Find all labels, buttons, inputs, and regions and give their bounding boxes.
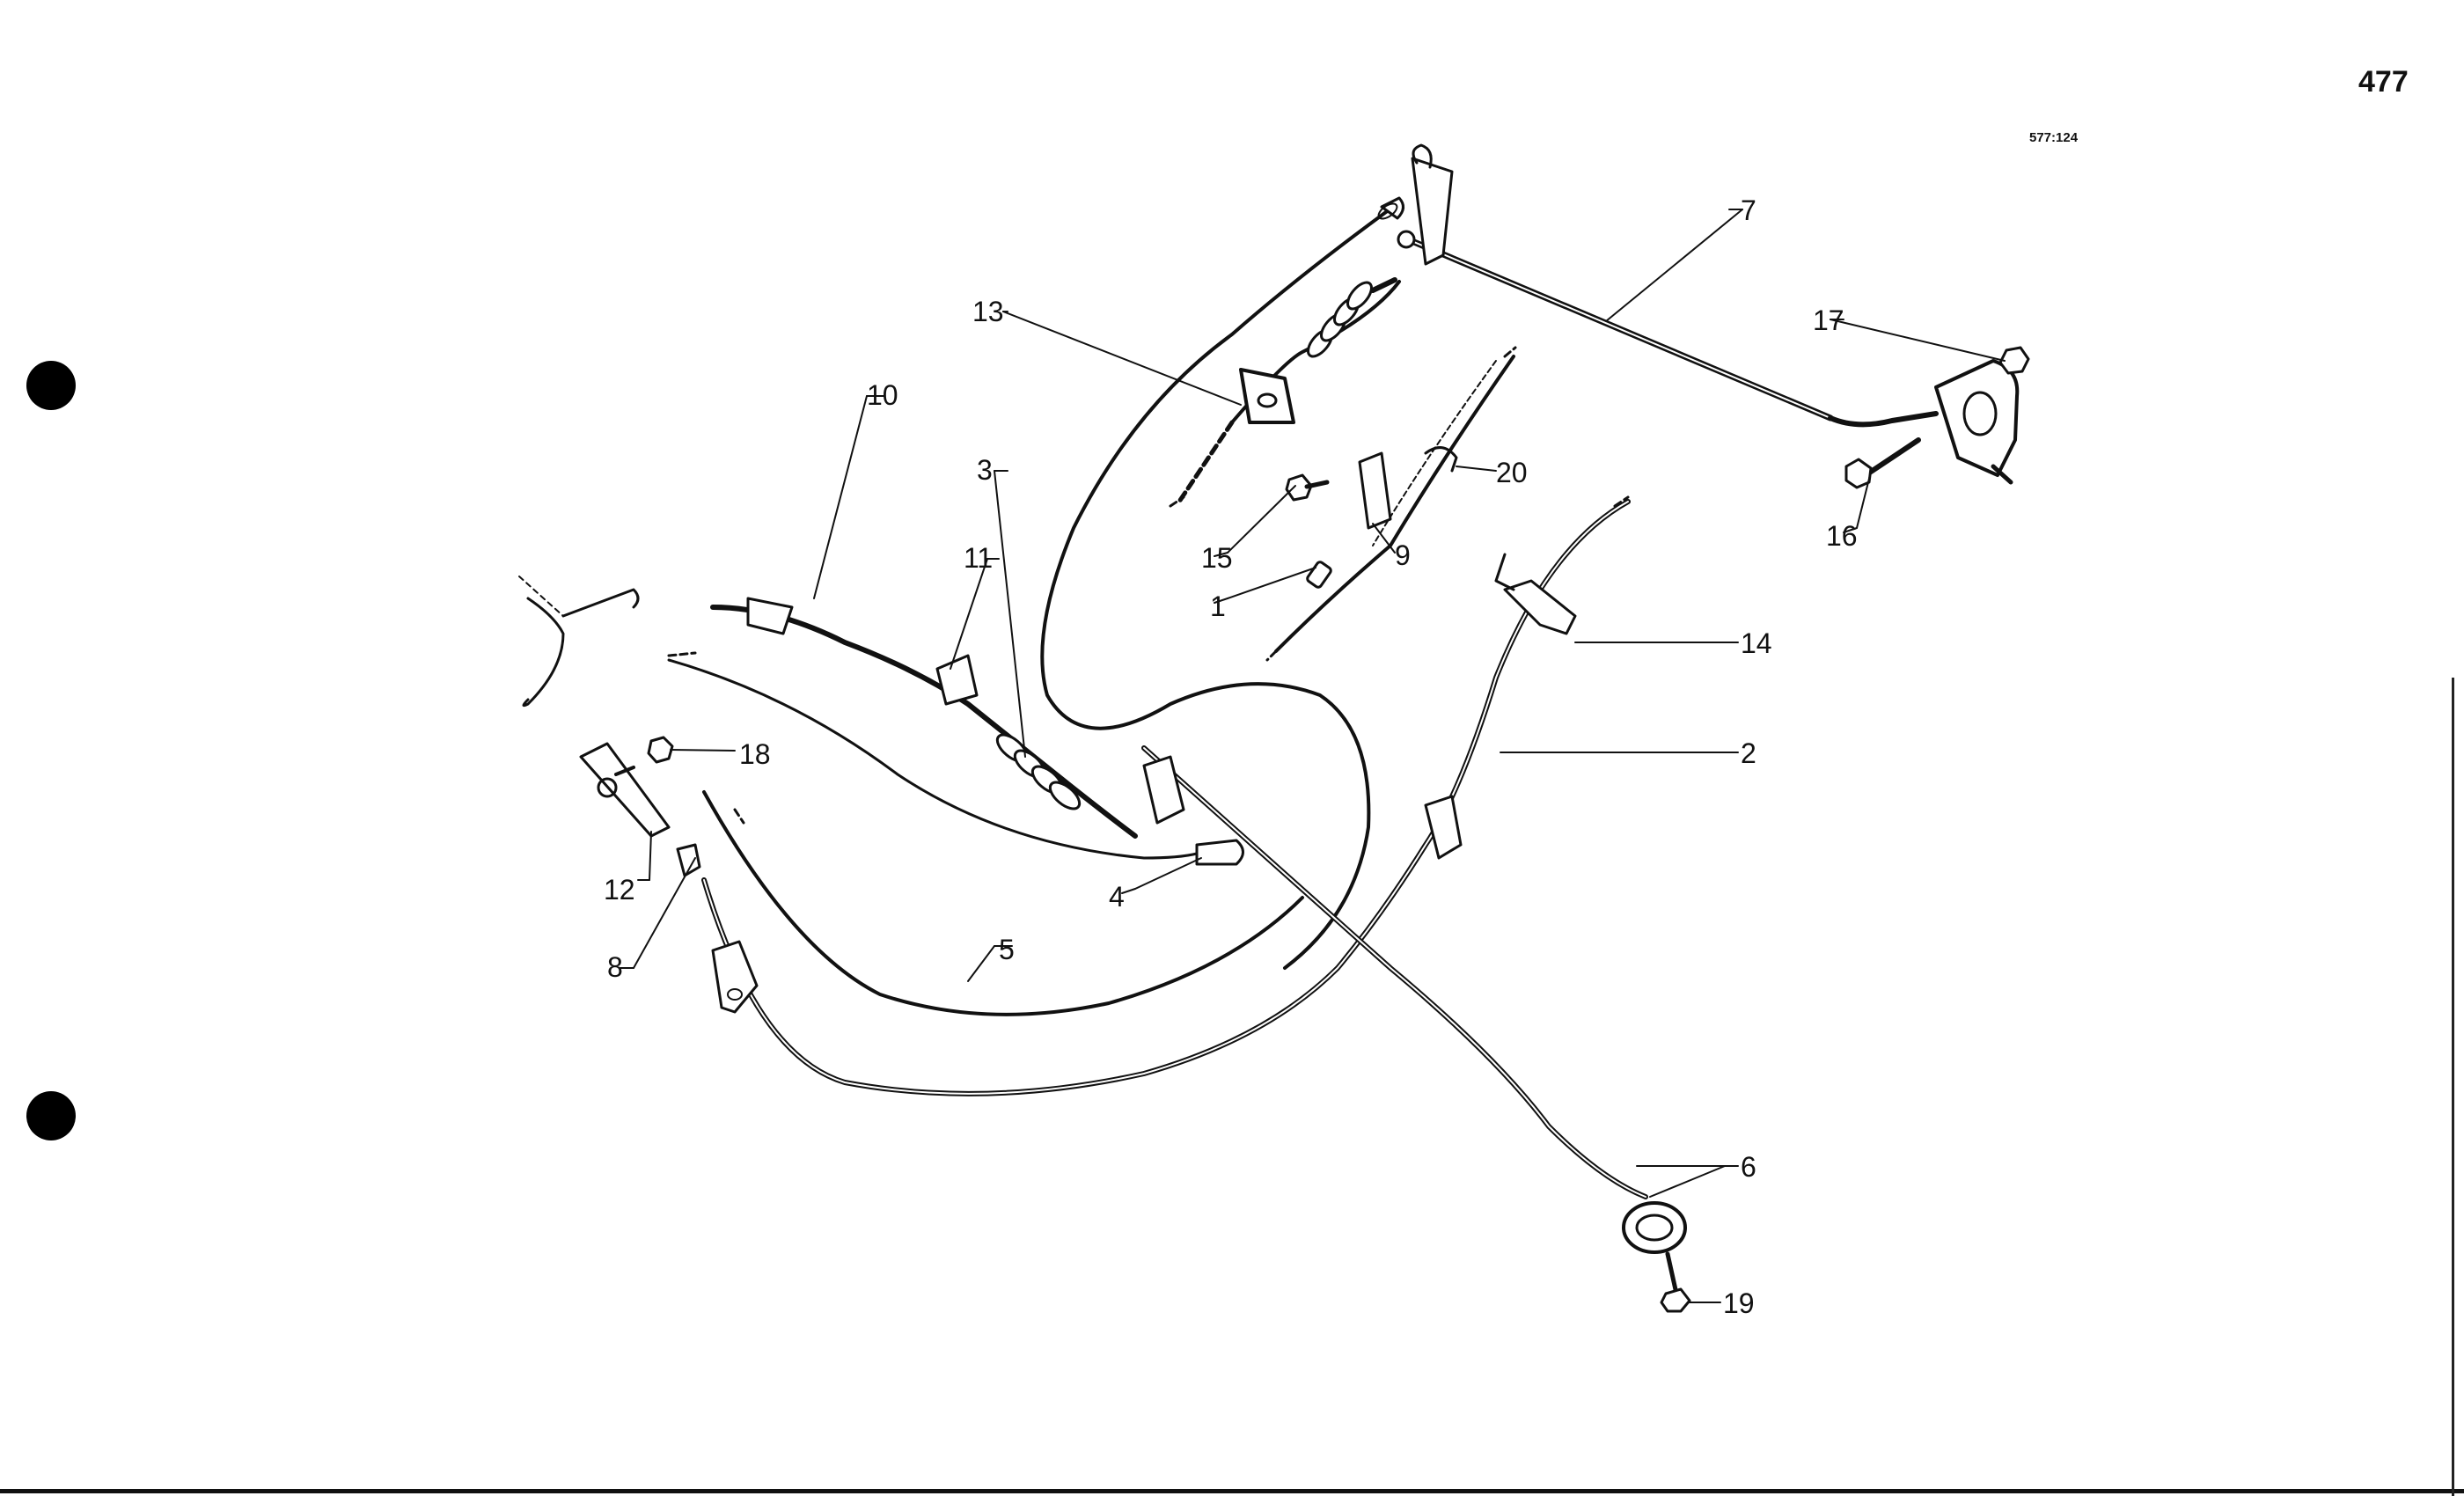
callout-7: 7	[1741, 194, 1756, 226]
drawing-code: 577:124	[2029, 130, 2079, 145]
callout-3: 3	[977, 454, 993, 486]
part-3-4-10-11-left-cable	[667, 597, 1244, 866]
part-1-9-20-centre-cable	[1274, 355, 1515, 653]
callout-17: 17	[1813, 304, 1844, 336]
part-8-12-18-hardware	[579, 736, 701, 877]
callout-19: 19	[1723, 1287, 1755, 1319]
part-7-rod	[1397, 143, 1939, 428]
callout-labels: 13 10 3 11 4 5 8 12 18 7 17 16 15 20 9 1…	[604, 194, 1858, 1319]
punch-hole-bottom	[26, 1091, 76, 1140]
callout-14: 14	[1741, 627, 1772, 659]
callout-4: 4	[1109, 881, 1125, 913]
page-number: 477	[2358, 65, 2409, 99]
callout-6: 6	[1741, 1151, 1756, 1183]
punch-hole-top	[26, 361, 76, 410]
page-edge-bottom	[0, 1489, 2464, 1493]
page-edge-right	[2452, 678, 2454, 1496]
part-16-17-clamp-assembly	[1844, 346, 2030, 489]
callout-1: 1	[1210, 590, 1226, 622]
callout-11: 11	[964, 542, 993, 574]
part-13-cable	[1040, 196, 1404, 970]
callout-2: 2	[1741, 737, 1756, 769]
callout-leader-lines	[620, 209, 2006, 1303]
part-5-curved-cable	[702, 790, 1304, 1016]
callout-20: 20	[1496, 457, 1528, 488]
callout-10: 10	[867, 379, 898, 411]
callout-5: 5	[999, 934, 1015, 965]
callout-15: 15	[1201, 542, 1233, 574]
callout-18: 18	[739, 738, 771, 770]
cable-break-marks	[667, 346, 1630, 825]
callout-12: 12	[604, 874, 635, 906]
callout-9: 9	[1395, 539, 1411, 571]
callout-16: 16	[1826, 520, 1858, 552]
part-2-14-right-cable	[701, 499, 1631, 1096]
part-6-19-lower-rod	[1141, 745, 1691, 1313]
callout-8: 8	[607, 951, 623, 983]
left-wire-hook	[518, 576, 640, 708]
callout-13: 13	[972, 296, 1004, 327]
